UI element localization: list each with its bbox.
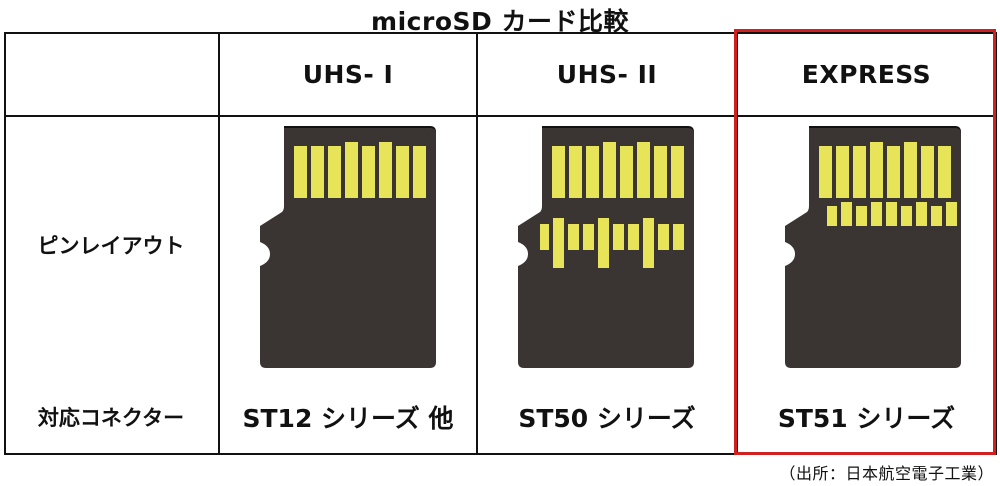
- express-highlight-box: [734, 29, 996, 455]
- row-label-pin-layout: ピンレイアウト: [37, 234, 185, 258]
- pin: [654, 146, 667, 198]
- pin: [328, 146, 341, 198]
- row-label-connector: 対応コネクター: [37, 406, 185, 430]
- uhs2-pin-row-top: [552, 142, 684, 198]
- pin: [643, 218, 654, 268]
- pin: [637, 142, 650, 198]
- table-border-bottom: [4, 453, 997, 455]
- pin: [671, 146, 684, 198]
- express-pin-row-top: [819, 142, 951, 198]
- pin: [628, 224, 639, 250]
- header-express: EXPRESS: [801, 59, 932, 89]
- pin: [586, 146, 599, 198]
- pin: [568, 224, 579, 250]
- pin: [853, 146, 866, 198]
- pin: [413, 146, 426, 198]
- pin: [620, 146, 633, 198]
- table-divider-col1: [218, 32, 220, 455]
- uhs1-pin-row: [294, 142, 426, 198]
- pin: [379, 142, 392, 198]
- pin: [613, 224, 624, 250]
- pin: [583, 224, 594, 250]
- pin: [553, 218, 564, 268]
- uhs2-card-pin-layout: [518, 126, 694, 368]
- pin: [901, 206, 912, 226]
- pin: [345, 142, 358, 198]
- uhs2-pin-row-bottom: [540, 218, 684, 268]
- pin: [870, 142, 883, 198]
- pin: [598, 218, 609, 268]
- pin: [946, 202, 957, 226]
- table-border-top: [4, 32, 997, 34]
- header-uhs-1: UHS- I: [302, 59, 394, 89]
- uhs1-card-pin-layout: [260, 126, 436, 368]
- pin: [886, 202, 897, 226]
- pin: [841, 202, 852, 226]
- pin: [921, 146, 934, 198]
- pin: [904, 142, 917, 198]
- pin: [294, 146, 307, 198]
- pin: [819, 146, 832, 198]
- header-uhs-2: UHS- II: [556, 59, 658, 89]
- source-note: （出所：日本航空電子工業）: [779, 464, 994, 483]
- pin: [569, 146, 582, 198]
- pin: [658, 224, 669, 250]
- express-pin-row-bottom: [827, 202, 957, 226]
- table-divider-col3: [736, 32, 738, 455]
- chart-title: microSD カード比較: [371, 7, 629, 36]
- pin: [603, 142, 616, 198]
- connector-uhs-1: ST12 シリーズ 他: [242, 404, 454, 433]
- pin: [540, 224, 549, 250]
- pin: [311, 146, 324, 198]
- connector-uhs-2: ST50 シリーズ: [518, 404, 696, 433]
- table-divider-header: [4, 115, 997, 117]
- pin: [856, 206, 867, 226]
- connector-express: ST51 シリーズ: [777, 404, 956, 433]
- pin: [836, 146, 849, 198]
- pin: [931, 206, 942, 226]
- pin: [916, 202, 927, 226]
- pin: [887, 146, 900, 198]
- pin: [362, 146, 375, 198]
- table-border-right: [995, 32, 997, 455]
- pin: [673, 224, 684, 250]
- pin: [552, 146, 565, 198]
- table-border-left: [4, 32, 6, 455]
- express-card-pin-layout: [785, 126, 961, 368]
- pin: [827, 206, 837, 226]
- pin: [871, 202, 882, 226]
- pin: [396, 146, 409, 198]
- table-divider-col2: [476, 32, 478, 455]
- pin: [938, 146, 951, 198]
